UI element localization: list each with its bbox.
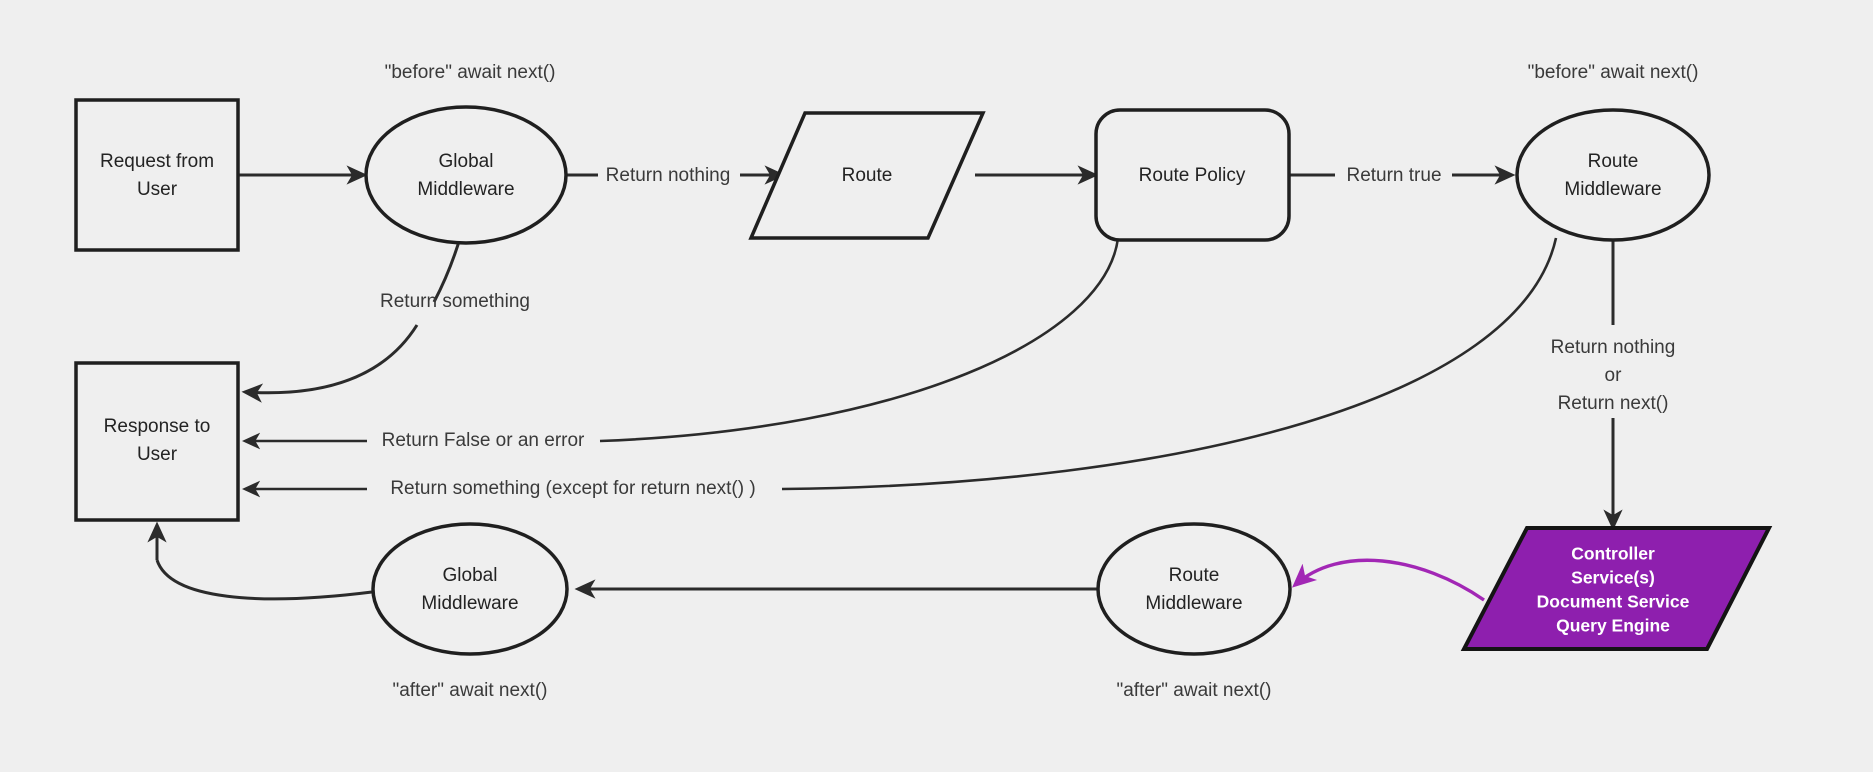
node-route-middleware-before-line2: Middleware bbox=[1564, 179, 1661, 200]
node-request-from-user[interactable]: Request from User bbox=[74, 98, 240, 252]
annotation-before-global-middleware: "before" await next() bbox=[385, 62, 556, 83]
node-route-policy[interactable]: Route Policy bbox=[1094, 108, 1291, 242]
node-request-from-user-line1: Request from bbox=[100, 151, 214, 172]
node-response-to-user[interactable]: Response to User bbox=[74, 361, 240, 522]
node-global-middleware-before[interactable]: Global Middleware bbox=[364, 105, 568, 245]
node-global-middleware-before-line1: Global bbox=[439, 151, 494, 172]
node-route-middleware-after-line1: Route bbox=[1169, 565, 1220, 586]
edge-route-policy-to-response-curve bbox=[599, 237, 1120, 443]
node-global-middleware-after-line1: Global bbox=[443, 565, 498, 586]
node-global-middleware-before-line2: Middleware bbox=[417, 179, 514, 200]
node-route-middleware-after-line2: Middleware bbox=[1145, 593, 1242, 614]
node-controller-line3: Document Service bbox=[1537, 592, 1690, 612]
node-route-label: Route bbox=[842, 165, 893, 186]
node-global-middleware-after-line2: Middleware bbox=[421, 593, 518, 614]
node-global-middleware-after[interactable]: Global Middleware bbox=[371, 522, 569, 656]
node-request-from-user-line2: User bbox=[137, 179, 178, 200]
node-controller-services[interactable]: Controller Service(s) Document Service Q… bbox=[1460, 526, 1773, 651]
annotation-after-global-middleware: "after" await next() bbox=[393, 680, 548, 701]
edge-global-middleware-after-to-response bbox=[155, 559, 373, 601]
node-controller-line2: Service(s) bbox=[1571, 568, 1655, 588]
edge-label-return-nothing: Return nothing bbox=[606, 165, 731, 186]
edge-label-return-true: Return true bbox=[1346, 165, 1441, 186]
node-route-policy-label: Route Policy bbox=[1139, 165, 1246, 186]
annotation-after-route-middleware: "after" await next() bbox=[1117, 680, 1272, 701]
edge-label-return-nothing-or-next-line3: Return next() bbox=[1558, 393, 1669, 414]
node-route-middleware-before-line1: Route bbox=[1588, 151, 1639, 172]
node-response-to-user-line2: User bbox=[137, 444, 178, 465]
edge-global-middleware-to-response-tail bbox=[241, 324, 419, 403]
node-route-middleware-after[interactable]: Route Middleware bbox=[1096, 522, 1292, 656]
node-controller-line1: Controller bbox=[1571, 544, 1655, 564]
node-route[interactable]: Route bbox=[748, 111, 986, 240]
node-response-to-user-line1: Response to bbox=[104, 416, 211, 437]
edge-label-return-false-or-error: Return False or an error bbox=[382, 430, 585, 451]
edge-route-middleware-to-response-curve bbox=[781, 237, 1558, 491]
edge-label-return-nothing-or-next-line1: Return nothing bbox=[1551, 337, 1676, 358]
edge-controller-to-route-middleware-after bbox=[1292, 558, 1485, 602]
annotation-before-route-middleware: "before" await next() bbox=[1528, 62, 1699, 83]
node-controller-line4: Query Engine bbox=[1556, 616, 1670, 636]
node-route-middleware-before[interactable]: Route Middleware bbox=[1515, 108, 1711, 242]
edge-label-return-something: Return something bbox=[380, 291, 530, 312]
edge-label-return-something-except: Return something (except for return next… bbox=[390, 478, 755, 499]
edge-label-return-nothing-or-next-line2: or bbox=[1605, 365, 1623, 386]
